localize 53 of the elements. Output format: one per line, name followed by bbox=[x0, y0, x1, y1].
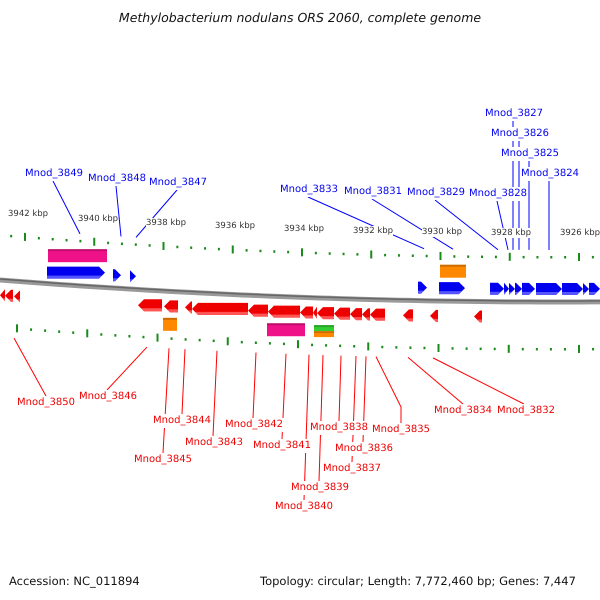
gene-label: Mnod_3846 bbox=[78, 390, 138, 404]
tick-label: 3930 kbp bbox=[422, 227, 462, 237]
gene-label: Mnod_3824 bbox=[520, 167, 580, 181]
footer-text: Topology: circular; Length: 7,772,460 bp; Genes: 7,447 bbox=[260, 574, 576, 588]
leader-line bbox=[14, 338, 46, 396]
gene-label: Mnod_3848 bbox=[87, 172, 147, 186]
leader-line bbox=[318, 354, 324, 482]
leader-line bbox=[106, 346, 148, 390]
leader-line bbox=[182, 348, 186, 414]
leader-line bbox=[252, 352, 256, 418]
gene-label: Mnod_3826 bbox=[490, 127, 550, 141]
gene-label: Mnod_3828 bbox=[468, 187, 528, 201]
gene-label: Mnod_3831 bbox=[343, 185, 403, 199]
tick-label: 3938 kbp bbox=[146, 218, 186, 228]
tick-label: 3936 kbp bbox=[215, 221, 256, 231]
gene-label: Mnod_3825 bbox=[500, 147, 560, 161]
gene-label: Mnod_3827 bbox=[484, 107, 544, 121]
leader-line bbox=[136, 190, 178, 238]
gene-label: Mnod_3832 bbox=[496, 404, 556, 418]
gene-label: Mnod_3844 bbox=[152, 414, 212, 428]
gene-label: Mnod_3839 bbox=[290, 481, 350, 495]
leader-line bbox=[434, 200, 498, 250]
gene-label: Mnod_3850 bbox=[16, 396, 76, 410]
gene-label: Mnod_3835 bbox=[371, 423, 431, 437]
gene-label: Mnod_3829 bbox=[406, 186, 466, 200]
tick-label: 3928 kbp bbox=[491, 228, 532, 238]
leader-line bbox=[52, 180, 80, 234]
gene-label: Mnod_3841 bbox=[252, 439, 312, 453]
leader-line bbox=[376, 356, 402, 424]
gene-label: Mnod_3837 bbox=[322, 462, 382, 476]
gene-label: Mnod_3838 bbox=[309, 421, 369, 435]
title: Methylobacterium nodulans ORS 2060, complete genome bbox=[118, 10, 482, 25]
tick-label: 3926 kbp bbox=[560, 228, 600, 238]
gene-label: Mnod_3847 bbox=[148, 176, 208, 190]
gene-label: Mnod_3849 bbox=[24, 167, 84, 181]
gene-label: Mnod_3833 bbox=[279, 183, 339, 197]
tick-label: 3932 kbp bbox=[353, 226, 394, 236]
gene-label: Mnod_3843 bbox=[184, 436, 244, 450]
leader-line bbox=[338, 355, 342, 422]
gene-label: Mnod_3834 bbox=[433, 404, 493, 418]
gene-label: Mnod_3840 bbox=[274, 500, 334, 514]
footer-text: Accession: NC_011894 bbox=[9, 574, 140, 588]
gene-label: Mnod_3845 bbox=[133, 453, 193, 467]
leader-line bbox=[212, 350, 218, 436]
tick-label: 3934 kbp bbox=[284, 224, 324, 234]
leader-line bbox=[116, 186, 122, 237]
leader-line bbox=[408, 356, 464, 404]
gene-label: Mnod_3836 bbox=[334, 442, 394, 456]
tick-label: 3940 kbp bbox=[78, 214, 118, 224]
leader-line bbox=[548, 180, 550, 250]
gene-label: Mnod_3842 bbox=[224, 418, 284, 432]
leader-line bbox=[432, 357, 524, 404]
tick-label: 3942 kbp bbox=[8, 209, 48, 219]
